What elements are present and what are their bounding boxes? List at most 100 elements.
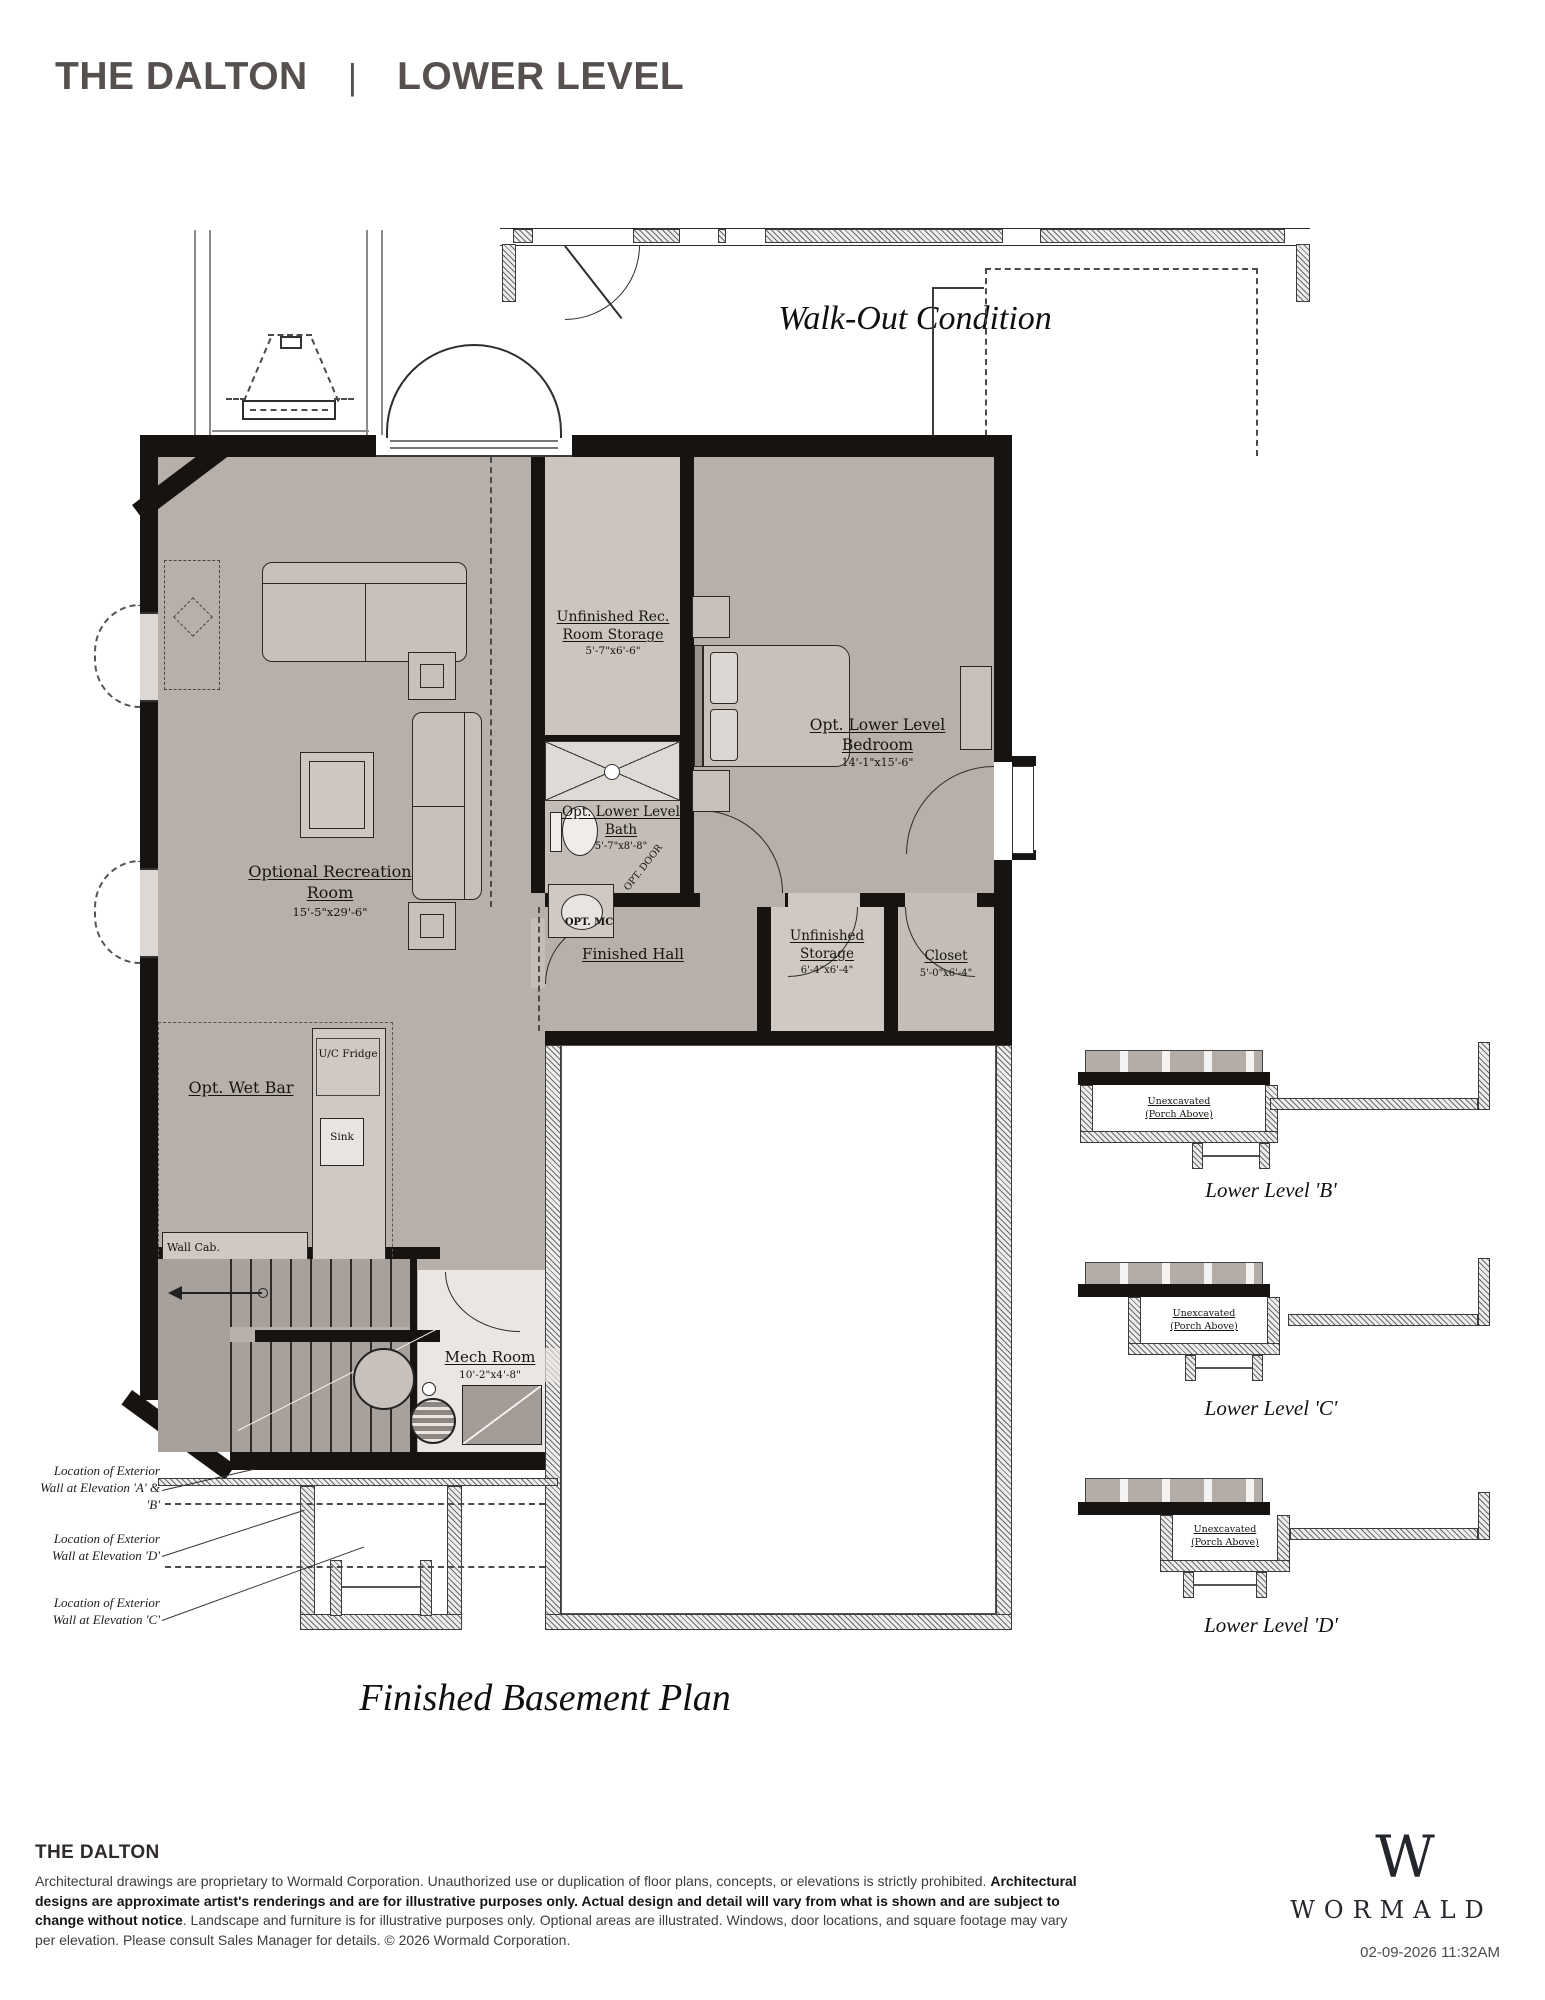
inset-d-stoop <box>1256 1572 1267 1598</box>
exterior-wall-left-lower <box>140 1267 158 1400</box>
chute-dashed-line <box>226 398 246 400</box>
room-dims: 15'-5"x29'-6" <box>292 904 368 919</box>
vanity-sink <box>561 894 603 930</box>
chute-dashed-line <box>268 334 312 336</box>
wet-bar-name: Opt. Wet Bar <box>188 1078 294 1097</box>
wall-cab-label: Wall Cab. <box>167 1241 220 1254</box>
deck-above-dashed-outline <box>985 268 1258 456</box>
door-sill <box>376 455 572 457</box>
title-divider: | <box>347 56 358 97</box>
opt-mc-label: OPT. MC <box>564 917 614 928</box>
window-well-arc <box>94 604 140 708</box>
areaway-rail <box>366 230 368 458</box>
inset-c-porch-wall <box>1267 1297 1280 1355</box>
inset-b-long-wall <box>1270 1098 1478 1110</box>
inset-b-plan-sliver <box>1085 1050 1263 1074</box>
inset-c-label: Lower Level 'C' <box>1204 1396 1338 1420</box>
room-name: Closet <box>924 948 968 964</box>
end-table <box>408 902 456 950</box>
exterior-wall-bottom <box>230 1452 558 1470</box>
wormald-logo-mark: W <box>1375 1823 1435 1891</box>
wall-segment <box>1040 229 1285 243</box>
page-title: THE DALTON | LOWER LEVEL <box>55 55 684 99</box>
inset-d-porch-wall <box>1277 1515 1290 1571</box>
bed <box>694 645 850 767</box>
closet-door-gap <box>905 893 977 907</box>
disclaimer-bold-text: Architectural designs are approximate ar… <box>35 1873 1077 1929</box>
uc-fridge-label: U/C Fridge <box>318 1048 378 1060</box>
stair-landing-wall <box>255 1330 440 1342</box>
vanity <box>548 884 614 938</box>
elevation-note-c: Location of Exterior Wall at Elevation '… <box>52 1595 160 1628</box>
toilet-tank <box>550 812 562 852</box>
inset-d-wall <box>1078 1502 1270 1515</box>
room-name: Opt. Lower Level Bedroom <box>809 716 946 755</box>
walkout-condition-label: Walk-Out Condition <box>778 300 1052 337</box>
inset-c-porch-wall <box>1128 1343 1280 1355</box>
hall-label: Finished Hall <box>578 945 688 965</box>
storage-label: Unfinished Storage 6'-4"x6'-4" <box>772 928 882 977</box>
inset-d-long-wall <box>1290 1528 1478 1540</box>
inset-d-wall-end <box>1478 1492 1490 1540</box>
wall-bracket <box>932 287 934 457</box>
headboard <box>694 645 703 767</box>
room-dims: 5'-7"x6'-6" <box>585 645 641 658</box>
room-name: Opt. Lower Level Bath <box>562 804 680 838</box>
rec-storage-label: Unfinished Rec. Room Storage 5'-7"x6'-6" <box>553 608 673 659</box>
door-step <box>390 440 558 442</box>
furnace <box>462 1385 542 1445</box>
elevation-wall-dashed-line <box>165 1503 545 1505</box>
inset-d-plan-sliver <box>1085 1478 1263 1504</box>
wall-segment <box>513 229 533 243</box>
bath-label: Opt. Lower Level Bath 5'-7"x8'-8" <box>562 804 680 853</box>
areaway-door-gap <box>376 435 572 457</box>
nightstand <box>692 596 730 638</box>
chute-dashed-line <box>334 398 354 400</box>
window-gap <box>140 612 158 702</box>
inset-c-wall <box>1078 1284 1270 1297</box>
inset-b-stoop <box>1259 1143 1270 1169</box>
inset-c-stoop <box>1252 1355 1263 1381</box>
sofa-cushion-line <box>413 806 465 807</box>
inset-b-note: Unexcavated (Porch Above) <box>1093 1096 1265 1122</box>
areaway-window <box>242 400 336 420</box>
inset-b-label: Lower Level 'B' <box>1205 1178 1337 1202</box>
exterior-wall-left <box>140 457 158 1267</box>
wall-segment <box>633 229 680 243</box>
porch-foundation-wall <box>300 1614 462 1630</box>
door-jamb <box>1012 850 1036 860</box>
inset-d-porch-wall <box>1160 1560 1290 1572</box>
coffee-table <box>300 752 374 838</box>
walkout-door-gap <box>994 762 1012 860</box>
leader-line <box>161 1509 305 1557</box>
exterior-wall-right <box>994 457 1012 1045</box>
wall-segment <box>718 229 726 243</box>
inset-c-wall-end <box>1478 1258 1490 1326</box>
interior-wall <box>545 1031 1012 1045</box>
disclaimer-text: Architectural drawings are proprietary t… <box>35 1873 991 1889</box>
toilet-bowl <box>562 806 598 856</box>
areaway-tread <box>212 430 369 432</box>
coffee-table-inner <box>309 761 365 829</box>
room-name: Finished Hall <box>582 945 684 963</box>
sink-label: Sink <box>330 1131 354 1143</box>
inset-b-wall <box>1078 1072 1270 1085</box>
stair-direction-line <box>182 1292 262 1294</box>
room-name: Mech Room <box>444 1348 536 1366</box>
plan-name: THE DALTON <box>55 55 308 98</box>
inset-b-porch-wall <box>1080 1131 1278 1143</box>
inset-d-stoop <box>1183 1572 1194 1598</box>
optional-area-dashed-line <box>490 457 492 907</box>
wall-corner <box>1296 244 1310 302</box>
uc-fridge <box>316 1038 380 1096</box>
door-step <box>390 447 558 449</box>
end-table-inner <box>420 664 444 688</box>
areaway-rail <box>209 230 211 458</box>
stoop-wall <box>420 1560 432 1616</box>
window-gap <box>140 868 158 958</box>
walkout-door-bay <box>1012 766 1034 854</box>
foundation-wall <box>996 1045 1012 1630</box>
inset-c-long-wall <box>1288 1314 1478 1326</box>
fireplace-inner <box>173 597 213 637</box>
room-dims: 14'-1"x15'-6" <box>841 756 914 770</box>
